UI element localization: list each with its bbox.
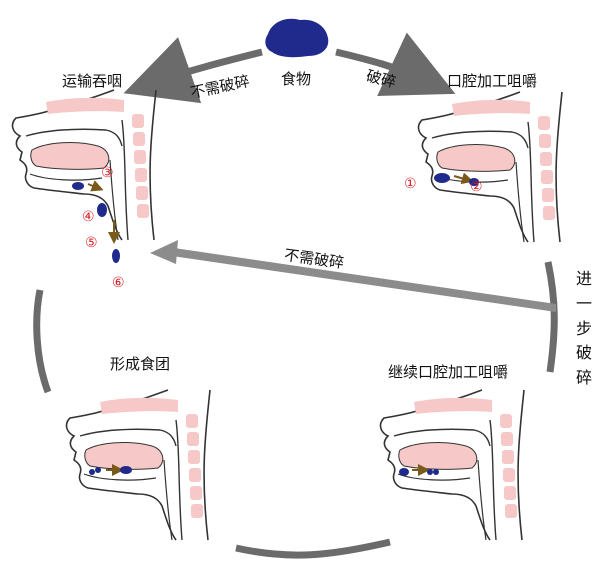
further-crush-char: 破 xyxy=(574,341,594,366)
bolus-shape xyxy=(120,466,132,474)
bolus-shape xyxy=(399,468,409,476)
bolus-shape xyxy=(97,203,107,217)
food-label: 食物 xyxy=(281,72,311,87)
stage-label-continued-processing: 继续口腔加工咀嚼 xyxy=(388,365,508,380)
further-crush-char: 一 xyxy=(574,292,594,317)
further-crush-char: 步 xyxy=(574,317,594,342)
further-crush-char: 碎 xyxy=(574,366,594,391)
arc-right xyxy=(548,262,554,372)
step-marker-4: ④ xyxy=(82,209,95,225)
stage-label-bolus-formation: 形成食团 xyxy=(110,357,170,372)
food-icon xyxy=(265,19,328,57)
stage-label-transport-swallow: 运输吞咽 xyxy=(62,74,122,89)
step-marker-2: ② xyxy=(470,179,483,195)
stage-label-oral-processing: 口腔加工咀嚼 xyxy=(447,74,537,89)
motion-arrow xyxy=(454,176,468,180)
further-crush-label: 进 一 步 破 碎 xyxy=(574,267,594,391)
shortcut-arrow xyxy=(150,240,556,312)
bolus-shape xyxy=(434,173,450,183)
step-marker-5: ⑤ xyxy=(85,235,98,251)
bolus-shape xyxy=(112,249,120,263)
step-marker-1: ① xyxy=(404,176,417,192)
further-crush-char: 进 xyxy=(574,267,594,292)
panel-bolus-formation xyxy=(67,390,210,540)
bolus-shape xyxy=(427,469,433,475)
step-markers: ① ② ③ ④ ⑤ ⑥ xyxy=(82,165,483,291)
step-marker-3: ③ xyxy=(101,165,114,181)
arc-bottom xyxy=(236,542,390,555)
panel-continued-processing xyxy=(381,390,524,540)
step-marker-6: ⑥ xyxy=(112,275,125,291)
panel-oral-processing xyxy=(419,92,562,242)
arc-left xyxy=(37,290,48,392)
bolus-shape xyxy=(89,469,95,475)
bolus-shape xyxy=(72,182,84,190)
motion-arrow xyxy=(88,184,98,188)
bolus-shape xyxy=(433,469,439,475)
bolus-shape xyxy=(95,467,101,473)
